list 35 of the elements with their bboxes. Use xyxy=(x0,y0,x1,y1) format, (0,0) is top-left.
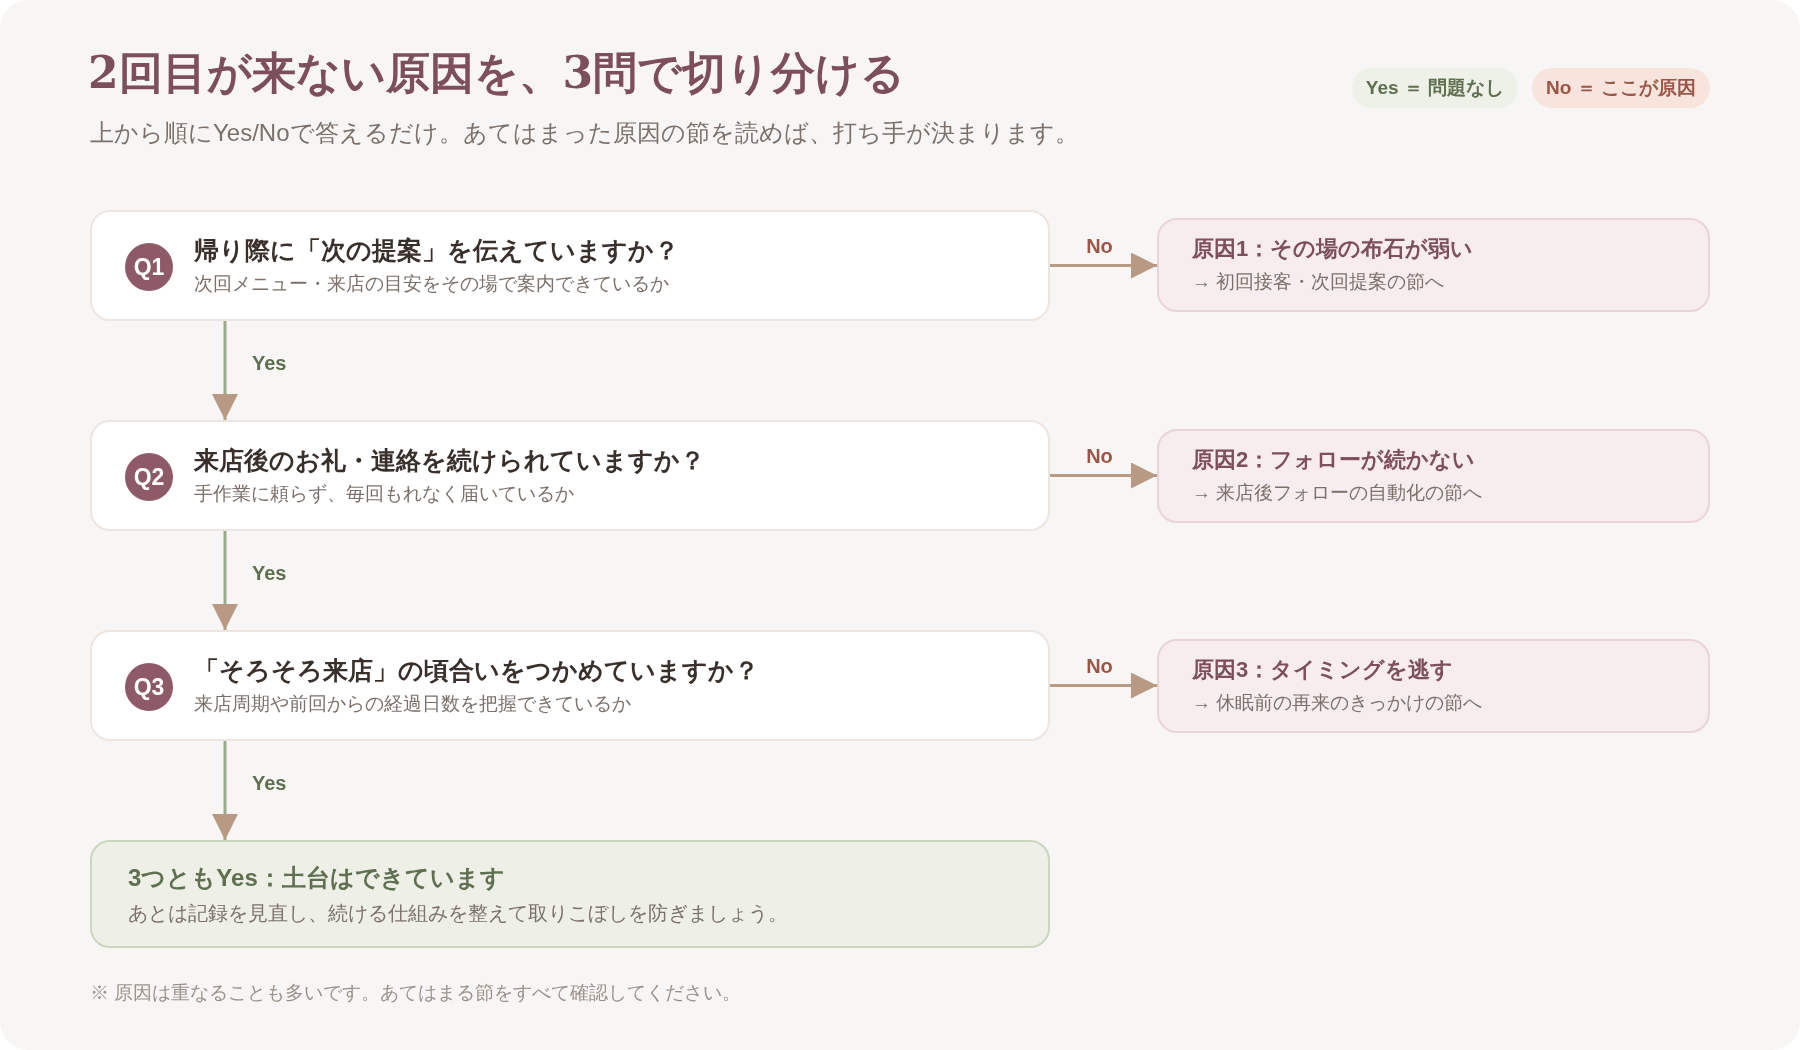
cause-hint: → 来店後フォローの自動化の節へ xyxy=(1192,480,1484,505)
arrow xyxy=(212,321,238,420)
question-number-badge: Q2 xyxy=(125,453,173,501)
legend-chip: Yes ＝ 問題なし xyxy=(1351,68,1519,108)
cause-box xyxy=(1157,218,1710,312)
result-box xyxy=(90,840,1050,948)
cause-box xyxy=(1157,639,1710,733)
question-text: 来店後のお礼・連絡を続けられていますか？ xyxy=(194,444,706,476)
question-box xyxy=(90,420,1050,531)
result-title: 3つともYes：土台はできています xyxy=(128,863,506,894)
arrow xyxy=(1050,672,1157,699)
title: 2回目が来ない原因を、3問で切り分ける xyxy=(88,46,906,100)
hint-text: 次回メニュー・来店の目安をその場で案内できているか xyxy=(194,272,670,297)
question-text: 「そろそろ来店」の頃合いをつかめていますか？ xyxy=(194,654,760,686)
arrow xyxy=(1050,252,1157,279)
arrow xyxy=(212,741,238,840)
cause-title: 原因1：その場の布石が弱い xyxy=(1192,235,1475,264)
question-text: 帰り際に「次の提案」を伝えていますか？ xyxy=(194,234,680,266)
legend-chip: No ＝ ここが原因 xyxy=(1532,68,1710,108)
question-number-badge: Q3 xyxy=(125,663,173,711)
subtitle: 上から順にYes/Noで答えるだけ。あてはまった原因の節を読めば、打ち手が決まります。 xyxy=(90,118,1079,148)
cause-box xyxy=(1157,429,1710,523)
question-number-badge: Q1 xyxy=(125,243,173,291)
hint-text: 手作業に頼らず、毎回もれなく届いているか xyxy=(194,482,575,507)
footnote: ※ 原因は重なることも多いです。あてはまる節をすべて確認してください。 xyxy=(90,981,742,1005)
result-note: あとは記録を見直し、続ける仕組みを整えて取りこぼしを防ぎましょう。 xyxy=(128,900,789,926)
arrow xyxy=(212,531,238,630)
arrow xyxy=(1050,462,1157,489)
cause-hint: → 休眠前の再来のきっかけの節へ xyxy=(1192,690,1484,715)
question-box xyxy=(90,210,1050,321)
cause-hint: → 初回接客・次回提案の節へ xyxy=(1192,269,1446,294)
question-box xyxy=(90,630,1050,741)
cause-title: 原因2：フォローが続かない xyxy=(1192,446,1477,475)
hint-text: 来店周期や前回からの経過日数を把握できているか xyxy=(194,692,632,717)
cause-title: 原因3：タイミングを逃す xyxy=(1192,656,1455,685)
